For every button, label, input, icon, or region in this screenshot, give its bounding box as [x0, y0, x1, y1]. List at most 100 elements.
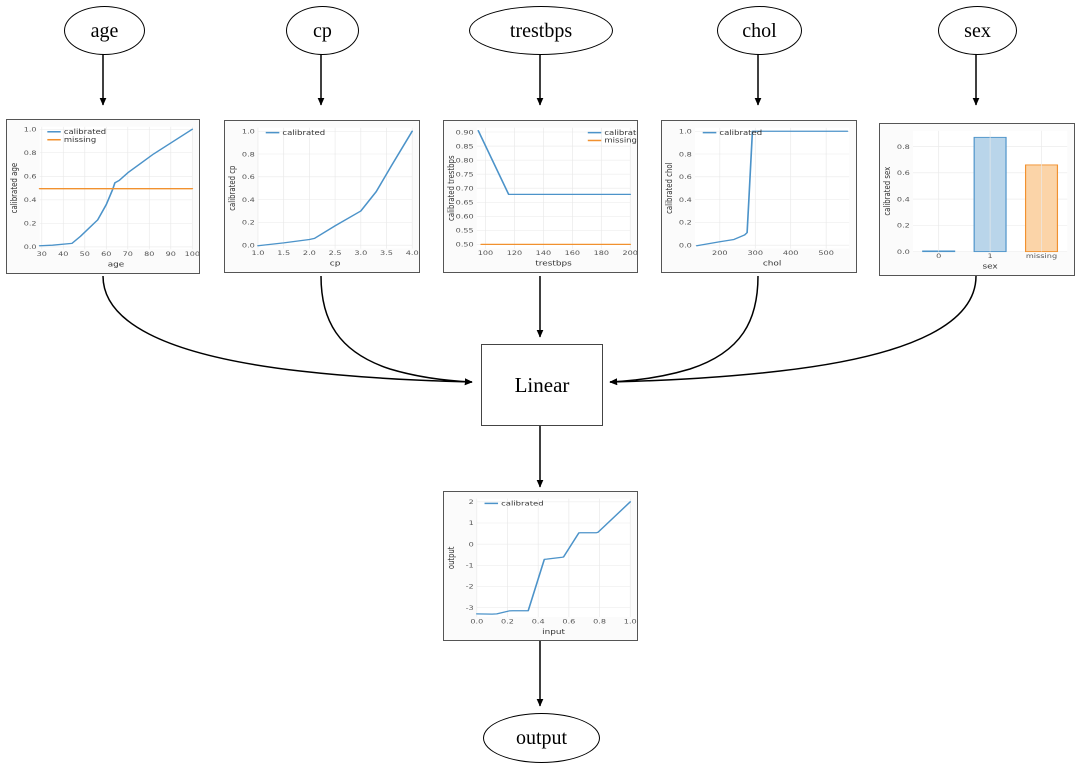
svg-text:100: 100	[185, 250, 199, 258]
node-cp[interactable]: cp	[286, 6, 359, 55]
svg-text:0.4: 0.4	[24, 196, 37, 204]
svg-text:calibrated age: calibrated age	[9, 163, 19, 214]
svg-text:0.85: 0.85	[456, 142, 474, 150]
svg-text:90: 90	[166, 250, 177, 258]
svg-text:0.8: 0.8	[593, 618, 606, 626]
svg-text:0.65: 0.65	[456, 198, 474, 206]
svg-text:400: 400	[783, 249, 799, 257]
svg-text:0.4: 0.4	[679, 196, 692, 204]
legend-label-calibrated: calibrated	[719, 129, 762, 137]
node-sex[interactable]: sex	[938, 6, 1017, 55]
svg-text:1: 1	[469, 519, 474, 527]
svg-text:calibrated chol: calibrated chol	[664, 162, 674, 213]
node-age[interactable]: age	[64, 6, 145, 55]
legend-label-calibrated: calibrated	[64, 128, 107, 136]
edge-agechart-to-linear	[102, 275, 473, 386]
node-age-label: age	[90, 19, 119, 42]
series-calibrated	[257, 130, 414, 247]
node-cp-label: cp	[313, 19, 332, 42]
svg-text:1.5: 1.5	[277, 249, 290, 257]
svg-text:3.5: 3.5	[380, 249, 393, 257]
svg-text:0.2: 0.2	[242, 219, 255, 227]
legend-label-calibrated: calibrated	[282, 129, 325, 137]
svg-text:140: 140	[536, 249, 552, 257]
svg-text:1.0: 1.0	[624, 618, 637, 626]
svg-text:80: 80	[144, 250, 155, 258]
svg-text:0.6: 0.6	[562, 618, 575, 626]
node-output[interactable]: output	[483, 713, 600, 763]
svg-text:120: 120	[507, 249, 523, 257]
svg-text:0.8: 0.8	[242, 150, 255, 158]
series-calibrated	[477, 129, 632, 196]
svg-text:trestbps: trestbps	[535, 260, 571, 268]
svg-text:age: age	[108, 260, 125, 268]
svg-text:0.90: 0.90	[456, 128, 474, 136]
svg-text:30: 30	[37, 250, 48, 258]
svg-text:0: 0	[936, 252, 942, 260]
svg-text:0.8: 0.8	[24, 149, 37, 157]
legend-label-missing: missing	[64, 136, 97, 144]
legend-label-calibrated: calibrated	[604, 129, 637, 137]
svg-text:sex: sex	[982, 263, 998, 271]
svg-text:0.6: 0.6	[24, 172, 37, 180]
svg-text:-3: -3	[466, 604, 475, 612]
svg-text:0.0: 0.0	[24, 243, 37, 251]
node-trestbps-label: trestbps	[509, 19, 573, 42]
svg-text:input: input	[542, 628, 565, 636]
svg-text:calibrated sex: calibrated sex	[882, 167, 892, 216]
svg-text:0: 0	[469, 540, 475, 548]
svg-text:50: 50	[80, 250, 91, 258]
node-linear-label: Linear	[514, 372, 570, 397]
svg-text:calibrated cp: calibrated cp	[227, 166, 237, 211]
svg-text:0.70: 0.70	[456, 184, 474, 192]
svg-text:0.8: 0.8	[897, 143, 910, 151]
svg-text:0.6: 0.6	[897, 169, 910, 177]
svg-text:-1: -1	[466, 561, 474, 569]
svg-text:1: 1	[987, 252, 992, 260]
svg-text:0.6: 0.6	[242, 173, 255, 181]
svg-text:60: 60	[101, 250, 112, 258]
edge-cholchart-to-linear	[609, 275, 759, 386]
svg-text:0.4: 0.4	[242, 196, 255, 204]
svg-text:missing: missing	[1026, 252, 1057, 260]
svg-text:0.0: 0.0	[897, 248, 910, 256]
legend-label-missing: missing	[604, 137, 637, 145]
node-trestbps[interactable]: trestbps	[469, 6, 613, 55]
node-chol[interactable]: chol	[717, 6, 802, 55]
series-calibrated	[695, 130, 849, 247]
node-linear[interactable]: Linear	[481, 344, 603, 426]
node-chol-label: chol	[742, 19, 777, 42]
svg-text:4.0: 4.0	[406, 249, 419, 257]
svg-text:300: 300	[747, 249, 763, 257]
legend-label-calibrated: calibrated	[501, 500, 544, 508]
svg-text:40: 40	[58, 250, 69, 258]
svg-text:output: output	[446, 547, 456, 569]
svg-text:1.0: 1.0	[24, 125, 37, 133]
svg-text:0.0: 0.0	[470, 618, 483, 626]
svg-text:0.50: 0.50	[456, 241, 474, 249]
svg-text:0.75: 0.75	[456, 170, 474, 178]
svg-text:0.55: 0.55	[456, 226, 474, 234]
svg-text:chol: chol	[763, 260, 781, 268]
svg-text:calibrated trestbps: calibrated trestbps	[446, 155, 456, 221]
edge-cpchart-to-linear	[320, 275, 473, 386]
edge-sexchart-to-linear	[609, 275, 977, 386]
svg-text:0.60: 0.60	[456, 212, 474, 220]
svg-text:0.2: 0.2	[679, 219, 692, 227]
svg-text:1.0: 1.0	[252, 249, 265, 257]
svg-text:0.2: 0.2	[897, 222, 910, 230]
svg-text:1.0: 1.0	[679, 127, 692, 135]
svg-text:160: 160	[565, 249, 581, 257]
svg-text:0.4: 0.4	[532, 618, 545, 626]
